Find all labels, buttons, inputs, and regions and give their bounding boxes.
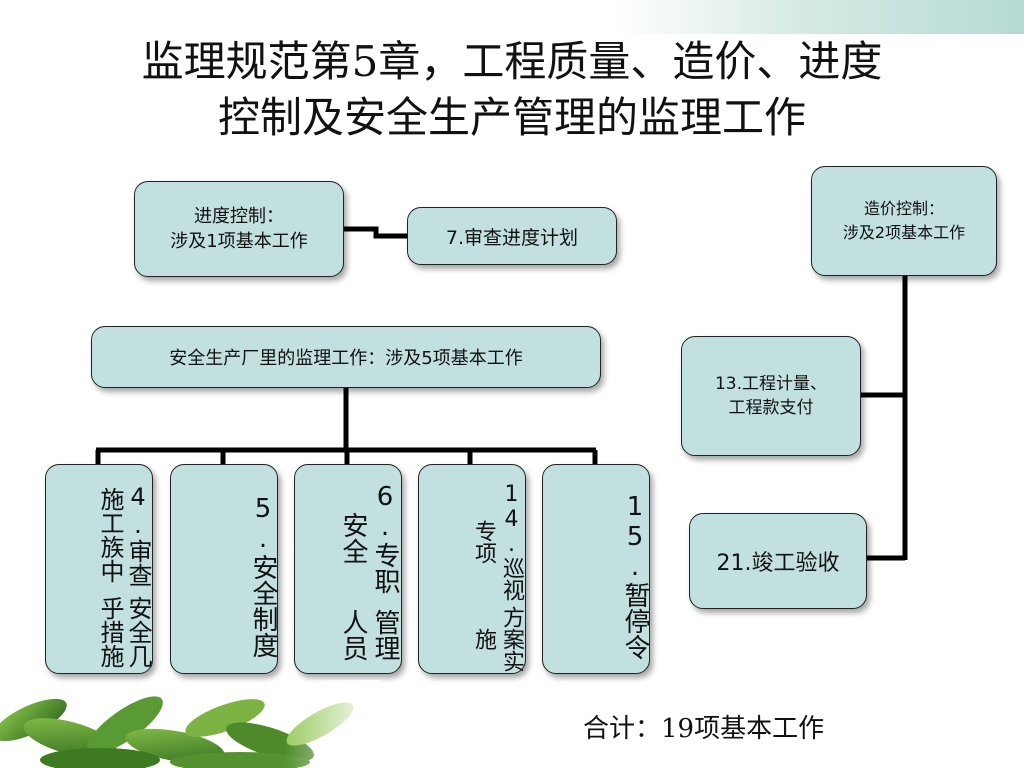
safety-item-5-box: 5.安全制度	[170, 464, 278, 674]
safety-item-6-box: 6.专职安全 管理人员	[294, 464, 402, 674]
progress-control-label-1: 进度控制：	[193, 206, 284, 227]
top-decoration-band	[0, 0, 1024, 34]
progress-control-box: 进度控制： 涉及1项基本工作	[134, 181, 344, 277]
safety-item-4-col-2: 安全几乎措施	[96, 596, 152, 669]
progress-control-label-2: 涉及1项基本工作	[170, 231, 308, 252]
total-count-label: 合计：19项基本工作	[583, 714, 825, 744]
safety-item-15-box: 15.暂停令	[542, 464, 650, 674]
title-line-2: 控制及安全生产管理的监理工作	[217, 93, 806, 142]
slide-title: 监理规范第5章，工程质量、造价、进度 控制及安全生产管理的监理工作	[40, 34, 984, 146]
safety-item-14-col-1: 14.巡视专项	[471, 482, 524, 602]
cost-control-box: 造价控制： 涉及2项基本工作	[811, 166, 997, 276]
safety-item-6-col-2: 管理人员	[338, 609, 400, 662]
progress-connector	[343, 226, 408, 239]
cost-item-2-label: 21.竣工验收	[716, 551, 840, 576]
safety-item-14-col-2: 方案实施	[471, 605, 524, 672]
safety-item-4-box: 4.审查施工族中 安全几乎措施	[45, 464, 153, 674]
cost-item-1-box: 13.工程计量、 工程款支付	[681, 336, 861, 456]
safety-management-label: 安全生产厂里的监理工作：涉及5项基本工作	[169, 348, 523, 369]
safety-item-5-col-1: 5.安全制度	[248, 494, 278, 658]
cost-item-1-label-1: 13.工程计量、	[714, 374, 828, 394]
safety-item-14-box: 14.巡视专项 方案实施	[418, 464, 526, 674]
tea-leaves-decoration	[0, 680, 380, 768]
cost-item-2-box: 21.竣工验收	[689, 513, 867, 609]
safety-item-4-col-1: 4.审查施工族中	[96, 483, 152, 588]
cost-control-label-2: 涉及2项基本工作	[842, 223, 966, 242]
progress-item-box: 7.审查进度计划	[407, 207, 617, 265]
safety-management-box: 安全生产厂里的监理工作：涉及5项基本工作	[91, 326, 601, 388]
safety-item-15-col-1: 15.暂停令	[620, 492, 650, 660]
cost-control-label-1: 造价控制：	[863, 199, 944, 218]
safety-item-6-col-1: 6.专职安全	[338, 482, 400, 595]
title-line-1: 监理规范第5章，工程质量、造价、进度	[141, 37, 883, 86]
cost-item-1-label-2: 工程款支付	[728, 398, 814, 418]
progress-item-label: 7.审查进度计划	[445, 226, 579, 249]
